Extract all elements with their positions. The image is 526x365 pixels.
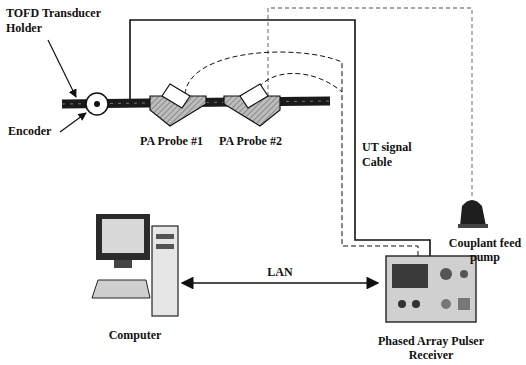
monitor-screen	[102, 219, 144, 253]
ut-signal-cable	[255, 73, 342, 94]
instrument-display	[392, 264, 428, 288]
connector-label: LAN	[264, 265, 295, 279]
lan-connector	[182, 282, 378, 284]
knob	[441, 299, 451, 309]
pump-icon	[460, 200, 486, 226]
computer-icon	[92, 214, 178, 316]
part-label: Encoder	[8, 124, 68, 139]
drive-bay	[156, 244, 174, 249]
node-caption: Couplant feed pump	[446, 236, 524, 264]
encoder-wheel	[86, 93, 108, 115]
keyboard	[92, 280, 150, 298]
pulser-receiver-node: Phased Array Pulser Receiver	[378, 250, 484, 362]
computer-node: Computer	[88, 208, 182, 342]
leader-line	[48, 40, 76, 97]
connector	[398, 300, 406, 308]
ut-signal-cable	[185, 52, 418, 256]
probe-element	[162, 84, 190, 108]
knob	[460, 270, 468, 278]
part-label: PA Probe #1	[140, 134, 216, 149]
knob	[440, 268, 452, 280]
switch	[458, 298, 470, 310]
pulser-receiver-icon	[386, 256, 476, 322]
monitor	[96, 214, 150, 260]
node-caption: Computer	[109, 328, 162, 342]
monitor-stand	[114, 260, 132, 268]
probe-element	[240, 84, 268, 108]
connector	[412, 300, 420, 308]
part-label: PA Probe #2	[219, 134, 295, 149]
part-label: TOFD Transducer Holder	[6, 6, 114, 36]
part-label: UT signal Cable	[362, 140, 428, 170]
instrument-case	[386, 256, 476, 322]
encoder-hub	[94, 101, 100, 107]
power-cable	[130, 20, 430, 256]
computer-tower	[152, 226, 178, 316]
node-caption: Phased Array Pulser Receiver	[378, 334, 484, 362]
leader-line	[60, 113, 86, 132]
pump-node: Couplant feed pump	[446, 194, 524, 264]
pump-base	[458, 224, 488, 228]
drive-bay	[156, 234, 174, 239]
